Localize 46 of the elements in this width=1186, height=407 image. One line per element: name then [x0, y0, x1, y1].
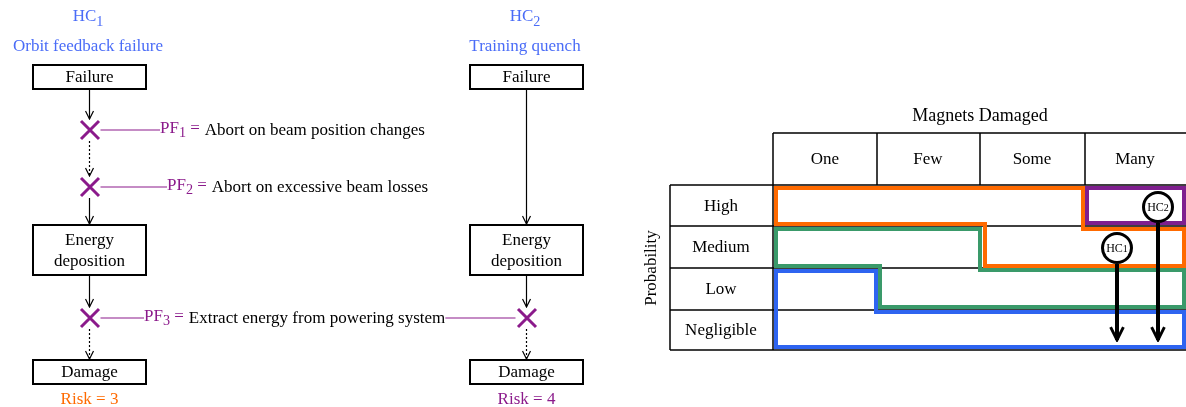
- scenario-title: Orbit feedback failure: [12, 36, 164, 56]
- row-header: Negligible: [685, 320, 757, 340]
- formula-label: PF$_{2}$ =: [167, 175, 207, 199]
- arrow: [1150, 223, 1166, 342]
- process-box: Damage: [469, 359, 584, 385]
- leader-line: [99, 317, 145, 319]
- arrow: [84, 275, 95, 308]
- arrow: [521, 89, 532, 225]
- arrow: [521, 275, 532, 308]
- arrow: [84, 140, 95, 177]
- arrow: [84, 89, 95, 120]
- formula-label: PF$_{1}$ =: [160, 118, 200, 142]
- scenario-label: HC$_{2}$: [509, 6, 541, 30]
- column-header: Some: [1012, 149, 1052, 169]
- risk-label: Risk = 4: [497, 389, 556, 407]
- axis-title: Probability: [641, 230, 661, 306]
- scenario-label: HC$_{1}$: [72, 6, 104, 30]
- process-box: Failure: [469, 64, 584, 90]
- row-header: Low: [705, 279, 737, 299]
- formula-label: PF$_{3}$ =: [144, 306, 184, 330]
- description-text: Abort on excessive beam losses: [211, 177, 429, 197]
- arrow: [84, 328, 95, 360]
- cross-mark-icon: [78, 307, 101, 329]
- axis-title: Magnets Damaged: [912, 104, 1048, 126]
- process-box: Energy deposition: [469, 224, 584, 276]
- process-box: Damage: [32, 359, 147, 385]
- cross-mark-icon: [78, 119, 101, 141]
- arrow: [521, 328, 532, 360]
- column-header: Few: [913, 149, 943, 169]
- leader-line: [99, 129, 161, 131]
- scenario-title: Training quench: [469, 36, 581, 56]
- cross-mark-icon: [515, 307, 538, 329]
- arrow: [84, 197, 95, 225]
- leader-line: [99, 186, 168, 188]
- row-header: High: [704, 196, 738, 216]
- arrow: [1109, 264, 1125, 342]
- column-header: One: [810, 149, 840, 169]
- row-header: Medium: [692, 237, 750, 257]
- process-box: Energy deposition: [32, 224, 147, 276]
- process-box: Failure: [32, 64, 147, 90]
- description-text: Extract energy from powering system: [188, 308, 446, 328]
- cross-mark-icon: [78, 176, 101, 198]
- description-text: Abort on beam position changes: [204, 120, 425, 140]
- risk-label: Risk = 3: [60, 389, 119, 407]
- leader-line: [444, 317, 517, 319]
- column-header: Many: [1115, 149, 1155, 169]
